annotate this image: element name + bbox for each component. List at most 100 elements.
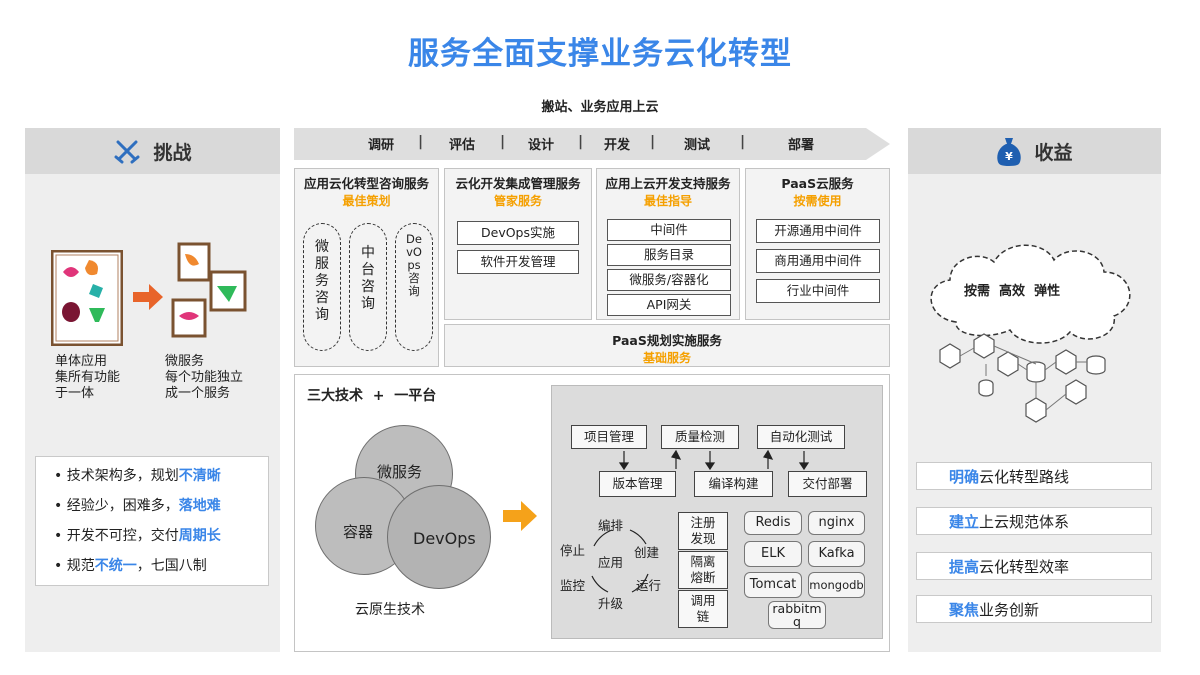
platform-tool: 编译构建 (694, 471, 773, 497)
column-title: 应用上云开发支持服务 (605, 176, 731, 191)
benefit-highlight: 明确 (949, 467, 980, 486)
micro-caption-line: 微服务 (165, 354, 205, 369)
svg-text:¥: ¥ (1006, 150, 1014, 163)
challenge-item: • 经验少，困难多，落地难 (54, 498, 221, 514)
challenge-item: • 开发不可控，交付周期长 (54, 528, 221, 544)
challenge-highlight: 不清晰 (178, 468, 221, 484)
phase-separator: | (650, 134, 656, 150)
service-item: 行业中间件 (756, 279, 880, 303)
service-item: 商用通用中间件 (756, 249, 880, 273)
middleware-tag: ELK (744, 541, 802, 567)
page-title: 服务全面支撑业务云化转型 (408, 36, 792, 72)
challenge-item: • 规范不统一，七国八制 (54, 558, 207, 574)
benefit-title: 收益 (1034, 141, 1073, 164)
challenge-text: ，七国八制 (136, 558, 207, 574)
challenge-highlight: 不统一 (94, 558, 137, 574)
consult-pill-label: DevOps咨询 (406, 232, 422, 298)
platform-tool: 自动化测试 (757, 425, 845, 449)
governance-item: 隔离 熔断 (678, 551, 728, 589)
middleware-tag: nginx (808, 511, 865, 535)
governance-item: 调用 链 (678, 590, 728, 628)
lifecycle-step: 停止 (560, 543, 586, 558)
challenge-list: • 技术架构多，规划不清晰 • 经验少，困难多，落地难 • 开发不可控，交付周期… (35, 456, 269, 586)
service-item: DevOps实施 (457, 221, 579, 245)
flow-arrows (618, 449, 810, 471)
phase-separator: | (578, 134, 584, 150)
column-subtitle: 最佳指导 (643, 194, 692, 208)
crossed-swords-icon (114, 140, 140, 164)
consult-pill-microservice (303, 223, 341, 351)
lifecycle-step: 编排 (598, 518, 624, 533)
service-item: 微服务/容器化 (607, 269, 731, 291)
lifecycle-center: 应用 (598, 555, 624, 570)
arrow-right-icon (133, 284, 163, 310)
phase-separator: | (500, 134, 506, 150)
middleware-tag: Redis (744, 511, 802, 535)
lifecycle-step: 创建 (634, 545, 660, 560)
platform-tool: 质量检测 (661, 425, 739, 449)
circle-devops (387, 485, 491, 589)
column-subtitle: 管家服务 (493, 194, 542, 208)
column-title: 云化开发集成管理服务 (455, 176, 581, 191)
column-subtitle: 按需使用 (793, 194, 842, 208)
phase-separator: | (740, 134, 746, 150)
platform-tool: 交付部署 (788, 471, 867, 497)
benefit-highlight: 建立 (949, 512, 980, 531)
circle-label: 容器 (343, 523, 374, 541)
middleware-tag: Tomcat (744, 572, 802, 598)
micro-caption-line: 每个功能独立 (165, 370, 244, 385)
service-column-consulting: 应用云化转型咨询服务 最佳策划 微服务咨询 中台咨询 DevOps咨询 (294, 168, 439, 367)
paas-plan-title: PaaS规划实施服务 (612, 333, 722, 348)
benefit-text: 云化转型效率 (979, 557, 1070, 576)
benefit-item: 明确云化转型路线 (916, 462, 1152, 490)
phase-label: 调研 (368, 138, 395, 153)
service-item: 开源通用中间件 (756, 219, 880, 243)
challenge-header: 挑战 (25, 128, 280, 174)
circle-label: 微服务 (377, 463, 423, 481)
service-item: API网关 (607, 294, 731, 316)
benefit-panel: ¥ 收益 按需 高效 弹性 明确云化转型路线 建立上云规范体系 提高云化转型效率… (908, 128, 1161, 652)
challenge-highlight: 周期长 (178, 528, 221, 544)
circle-label: DevOps (413, 529, 476, 548)
service-item: 软件开发管理 (457, 250, 579, 274)
phase-arrow (294, 128, 890, 160)
tech-heading: 三大技术 + 一平台 (307, 388, 437, 404)
middleware-tag: mongodb (808, 572, 865, 598)
challenge-text: 技术架构多，规划 (66, 468, 179, 484)
phase-separator: | (418, 134, 424, 150)
benefit-header: ¥ 收益 (908, 128, 1161, 174)
lifecycle-step: 监控 (560, 578, 586, 593)
challenge-text: 开发不可控，交付 (66, 528, 179, 544)
challenge-text: 规范 (66, 558, 95, 574)
challenge-panel: 挑战 单体应用 集所有功能 于一体 微服务 每个功能独立 成一个服务 • 技术架… (25, 128, 280, 652)
micro-caption: 微服务 每个功能独立 成一个服务 (165, 354, 243, 402)
phase-label: 测试 (684, 138, 711, 153)
benefit-text: 上云规范体系 (979, 512, 1070, 531)
monolith-caption-line: 于一体 (55, 386, 95, 401)
challenge-title: 挑战 (153, 141, 192, 164)
paas-plan-bar: PaaS规划实施服务 基础服务 (444, 324, 890, 367)
monolith-caption-line: 集所有功能 (55, 370, 121, 385)
micro-caption-line: 成一个服务 (165, 386, 231, 401)
column-subtitle: 最佳策划 (342, 194, 391, 208)
cloud-native-caption: 云原生技术 (355, 602, 425, 618)
challenge-item: • 技术架构多，规划不清晰 (54, 468, 221, 484)
benefit-item: 提高云化转型效率 (916, 552, 1152, 580)
challenge-highlight: 落地难 (178, 498, 221, 514)
service-item: 服务目录 (607, 244, 731, 266)
microservice-illustration (171, 242, 247, 338)
column-title: PaaS云服务 (781, 176, 854, 191)
phase-label: 评估 (449, 138, 476, 153)
consult-pill-devops (395, 223, 433, 351)
service-item: 中间件 (607, 219, 731, 241)
benefit-item: 聚焦业务创新 (916, 595, 1152, 623)
service-column-dev-support: 应用上云开发支持服务 最佳指导 中间件 服务目录 微服务/容器化 API网关 (596, 168, 740, 320)
benefit-text: 云化转型路线 (979, 467, 1070, 486)
lifecycle-step: 运行 (636, 578, 662, 593)
monolith-caption-line: 单体应用 (55, 354, 108, 369)
consult-pill-label: 微服务咨询 (315, 239, 329, 323)
consult-pill-label: 中台咨询 (361, 245, 375, 312)
phase-label: 开发 (604, 138, 631, 153)
lifecycle-step: 升级 (598, 596, 624, 611)
platform-tool: 项目管理 (571, 425, 647, 449)
